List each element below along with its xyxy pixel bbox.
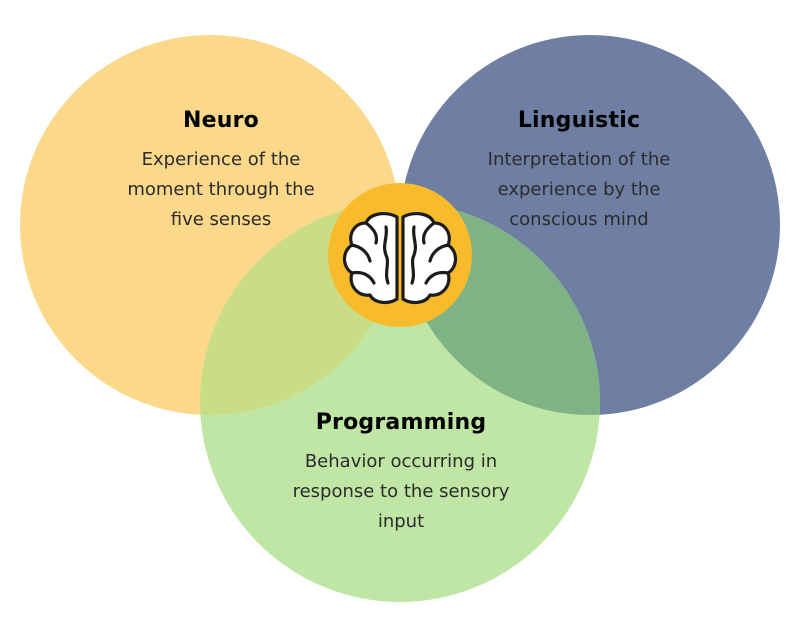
neuro-text-block: Neuro Experience of the moment through t…	[91, 108, 351, 235]
neuro-desc-line: Experience of the	[141, 149, 301, 170]
linguistic-title: Linguistic	[517, 108, 641, 133]
programming-desc-line: input	[377, 511, 425, 532]
linguistic-description: Interpretation of the experience by the …	[449, 145, 709, 235]
programming-desc-line: response to the sensory	[292, 481, 510, 502]
overlap-linguistic-programming	[400, 202, 600, 415]
linguistic-text-block: Linguistic Interpretation of the experie…	[449, 108, 709, 235]
programming-text-block: Programming Behavior occurring in respon…	[271, 410, 531, 537]
linguistic-desc-line: Interpretation of the	[487, 149, 671, 170]
programming-title: Programming	[315, 410, 487, 435]
linguistic-desc-line: conscious mind	[509, 209, 649, 230]
neuro-title: Neuro	[183, 108, 259, 133]
linguistic-desc-line: experience by the	[497, 179, 661, 200]
programming-desc-line: Behavior occurring in	[304, 451, 498, 472]
neuro-desc-line: five senses	[170, 209, 272, 230]
brain-icon	[342, 212, 458, 305]
neuro-desc-line: moment through the	[127, 179, 315, 200]
neuro-description: Experience of the moment through the fiv…	[91, 145, 351, 235]
programming-description: Behavior occurring in response to the se…	[271, 447, 531, 537]
overlap-neuro-programming	[200, 202, 400, 415]
